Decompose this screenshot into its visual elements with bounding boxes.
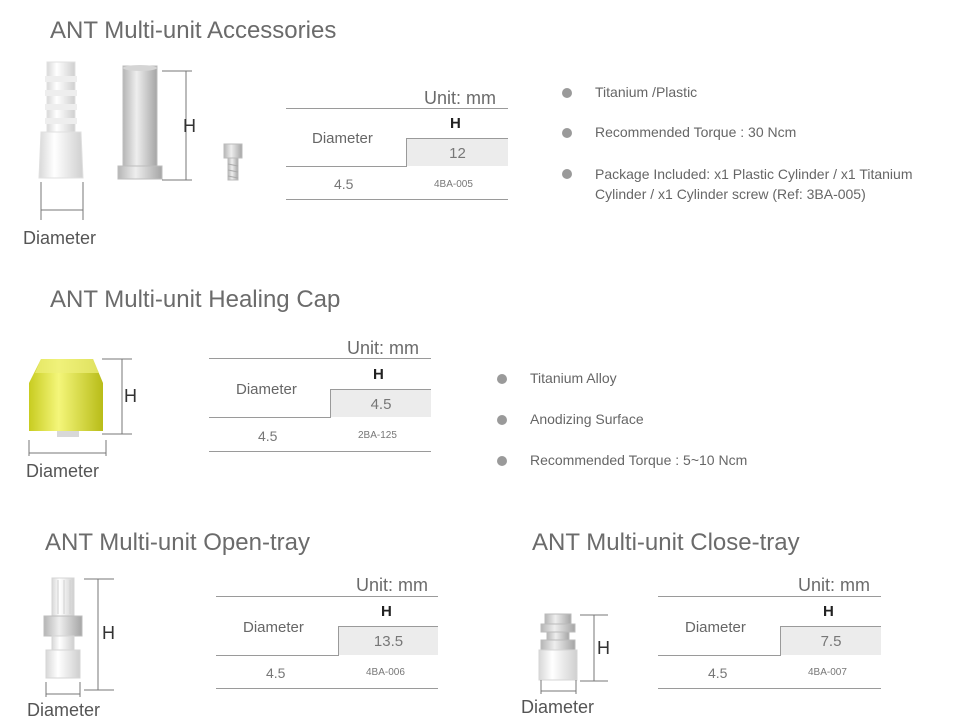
- bullet-text: Titanium Alloy: [530, 370, 617, 386]
- diameter-value: 4.5: [708, 665, 728, 681]
- diameter-value: 4.5: [266, 665, 286, 681]
- unit-label: Unit: mm: [798, 575, 870, 595]
- titanium-cylinder-image: [117, 65, 163, 180]
- h-value: 4.5: [370, 396, 392, 413]
- diameter-value: 4.5: [334, 176, 354, 192]
- close-tray-image: [538, 613, 578, 681]
- height-arrow: [102, 358, 132, 435]
- accessories-title: ANT Multi-unit Accessories: [50, 17, 337, 44]
- bullet-dot: [497, 456, 507, 466]
- height-arrow: [580, 614, 608, 682]
- diameter-arrow: [540, 680, 577, 694]
- row-header-diameter: Diameter: [243, 619, 304, 636]
- bullet-text: Cylinder / x1 Cylinder screw (Ref: 3BA-0…: [595, 186, 866, 202]
- column-header-h: H: [450, 115, 461, 132]
- h-value: 13.5: [373, 633, 404, 650]
- plastic-cylinder-image: [38, 61, 84, 179]
- unit-label: Unit: mm: [424, 88, 496, 108]
- diameter-label: Diameter: [26, 461, 100, 481]
- diameter-value: 4.5: [258, 428, 278, 444]
- close-tray-title: ANT Multi-unit Close-tray: [532, 529, 800, 556]
- diameter-arrow: [40, 182, 84, 220]
- diameter-label: Diameter: [521, 697, 595, 717]
- ref-code: 4BA-006: [366, 667, 405, 678]
- bullet-dot: [497, 374, 507, 384]
- height-arrow: [84, 578, 114, 691]
- bullet-dot: [562, 88, 572, 98]
- ref-code: 4BA-007: [808, 667, 847, 678]
- height-arrow: [162, 70, 192, 181]
- bullet-text: Recommended Torque : 30 Ncm: [595, 124, 797, 140]
- open-tray-title: ANT Multi-unit Open-tray: [45, 529, 310, 556]
- ref-code: 2BA-125: [358, 430, 397, 441]
- h-value: 12: [449, 145, 466, 162]
- height-label: H: [124, 386, 137, 406]
- bullet-text: Anodizing Surface: [530, 411, 644, 427]
- column-header-h: H: [823, 603, 834, 620]
- bullet-text: Titanium /Plastic: [595, 84, 698, 100]
- bullet-dot: [562, 169, 572, 179]
- row-header-diameter: Diameter: [312, 130, 373, 147]
- ref-code: 4BA-005: [434, 179, 473, 190]
- healing-cap-image: [29, 359, 103, 437]
- diameter-label: Diameter: [23, 228, 97, 248]
- bullet-dot: [562, 128, 572, 138]
- unit-label: Unit: mm: [347, 338, 419, 358]
- cylinder-screw-image: [223, 143, 243, 181]
- healing-cap-title: ANT Multi-unit Healing Cap: [50, 286, 341, 313]
- height-label: H: [597, 638, 610, 658]
- diameter-label: Diameter: [27, 700, 101, 720]
- height-label: H: [102, 623, 115, 643]
- open-tray-image: [43, 577, 83, 679]
- row-header-diameter: Diameter: [685, 619, 746, 636]
- unit-label: Unit: mm: [356, 575, 428, 595]
- bullet-text: Recommended Torque : 5~10 Ncm: [530, 452, 748, 468]
- bullet-text: Package Included: x1 Plastic Cylinder / …: [595, 166, 913, 182]
- height-label: H: [183, 116, 196, 136]
- diameter-arrow: [28, 440, 107, 456]
- row-header-diameter: Diameter: [236, 381, 297, 398]
- diameter-arrow: [45, 682, 81, 697]
- bullet-dot: [497, 415, 507, 425]
- h-value: 7.5: [820, 633, 842, 650]
- column-header-h: H: [373, 366, 384, 383]
- column-header-h: H: [381, 603, 392, 620]
